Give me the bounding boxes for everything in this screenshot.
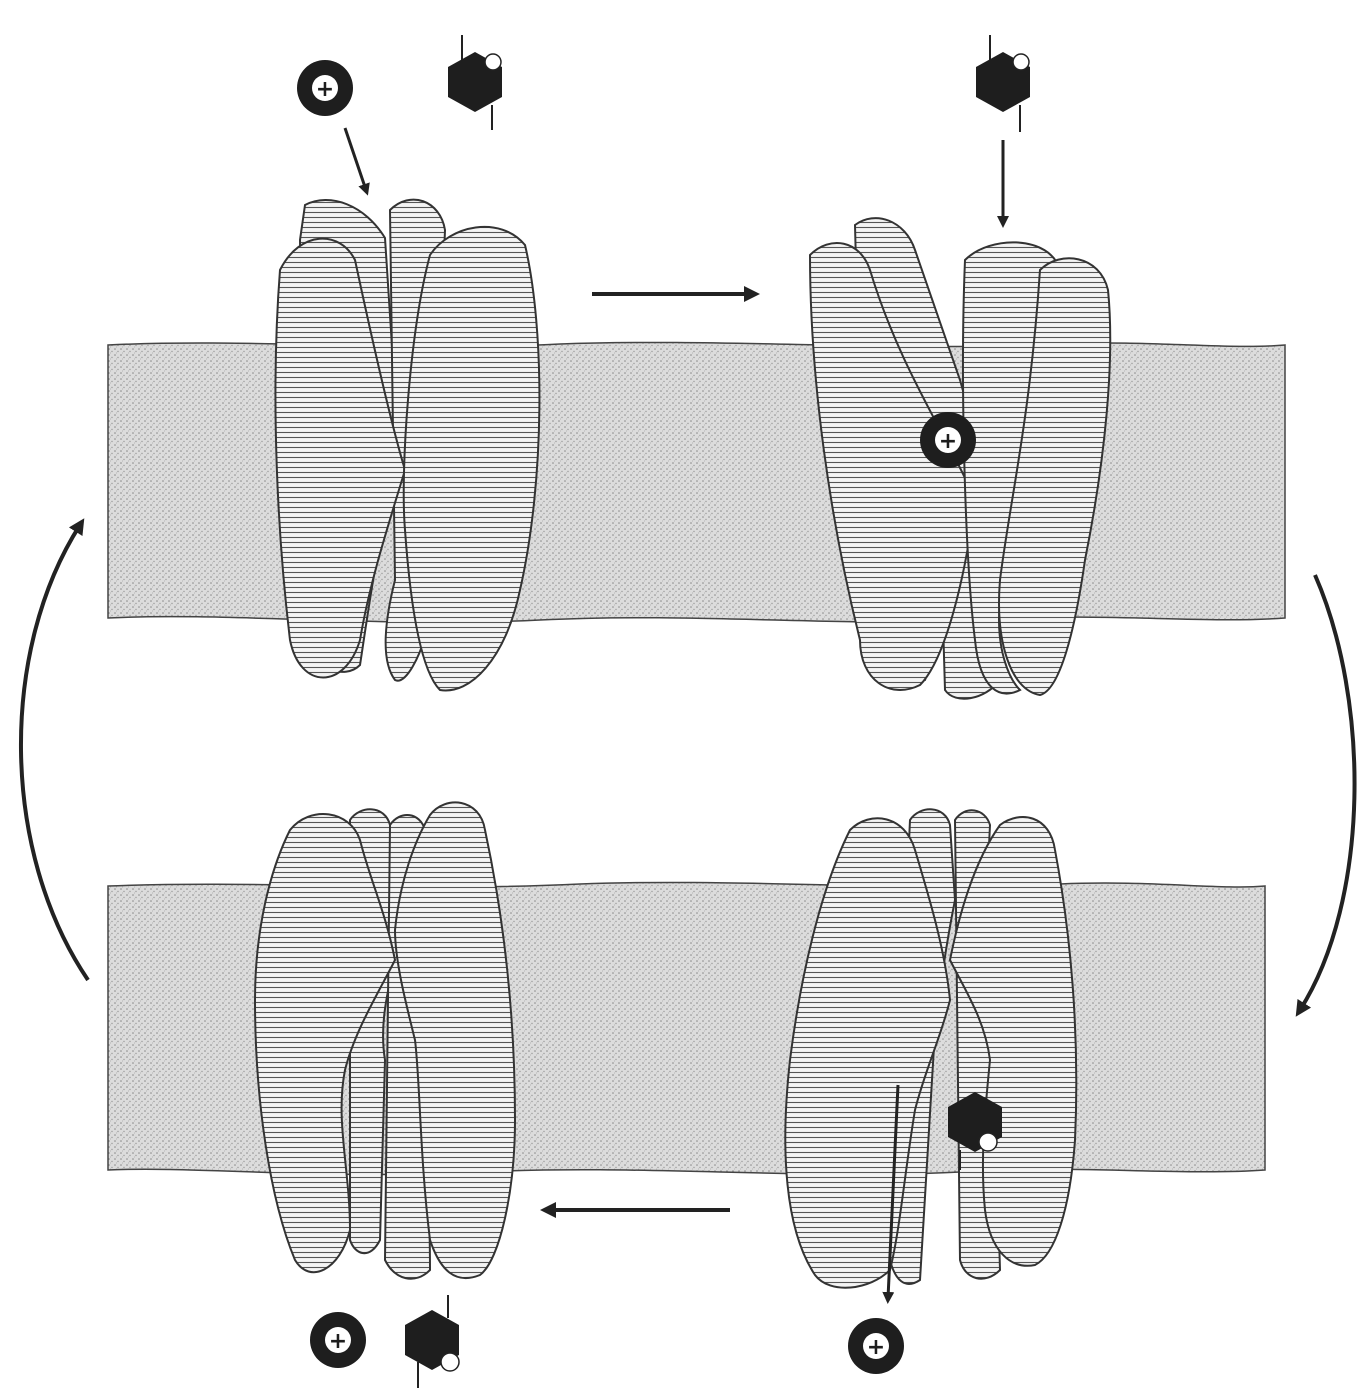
positive-ion-icon: + bbox=[310, 1312, 366, 1368]
svg-text:+: + bbox=[329, 1329, 347, 1354]
ion-entry-arrow bbox=[345, 128, 366, 190]
sugar-hexagon-icon bbox=[976, 35, 1030, 132]
arrow-bottom-left-to-top-left bbox=[21, 525, 88, 980]
sugar-hexagon-icon bbox=[448, 35, 502, 130]
sugar-hexagon-icon bbox=[405, 1295, 459, 1388]
positive-ion-icon: + bbox=[920, 412, 976, 468]
svg-text:+: + bbox=[939, 429, 957, 454]
positive-ion-icon: + bbox=[297, 60, 353, 116]
transporter-bottom-right bbox=[785, 809, 1076, 1287]
arrow-top-right-to-bottom-right bbox=[1300, 575, 1355, 1010]
svg-text:+: + bbox=[316, 77, 334, 102]
positive-ion-icon: + bbox=[848, 1318, 904, 1374]
svg-text:+: + bbox=[867, 1335, 885, 1360]
transporter-top-left bbox=[275, 200, 539, 691]
